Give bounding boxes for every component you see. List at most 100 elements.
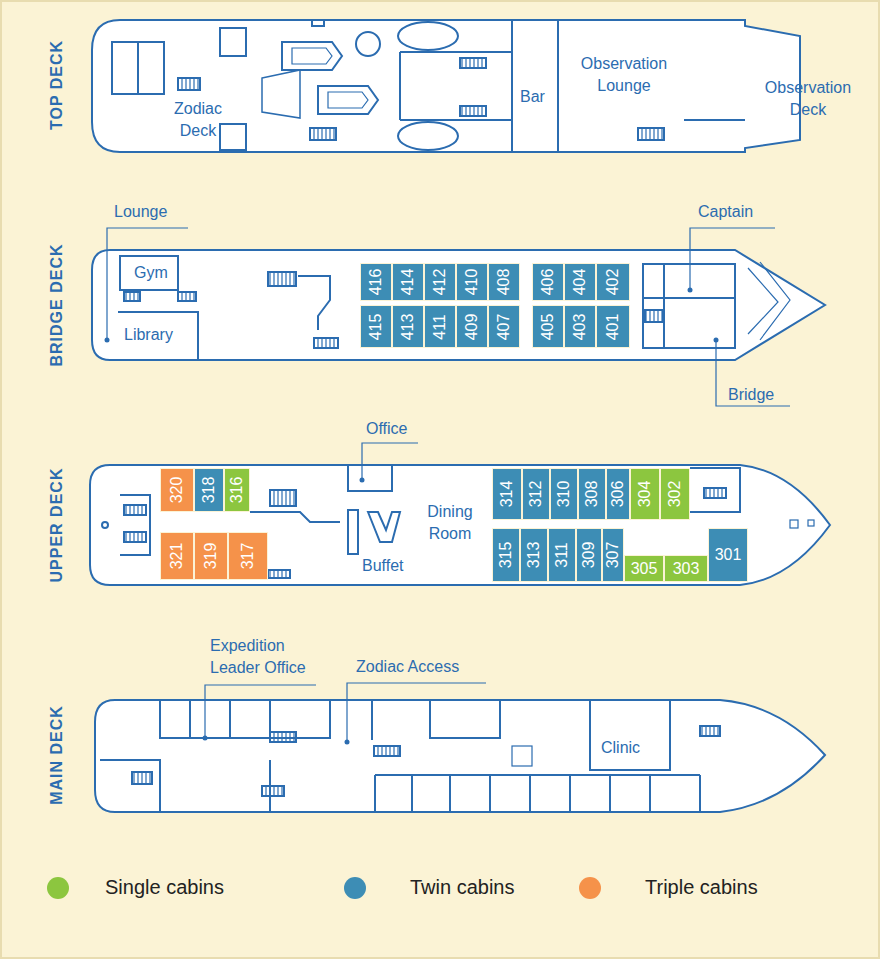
top-deck-outline	[356, 32, 380, 56]
cabin-box: 313	[520, 528, 548, 582]
cabin-box: 405	[532, 305, 564, 348]
cabin-box: 308	[578, 468, 606, 520]
room-label: Office	[366, 418, 408, 440]
top-deck-outline	[292, 48, 332, 64]
top-deck-outline	[460, 58, 486, 68]
room-label: Zodiac Access	[356, 656, 459, 678]
top-deck-outline	[92, 20, 800, 152]
cabin-number: 303	[673, 561, 700, 577]
cabin-number: 318	[201, 477, 217, 504]
cabin-box: 404	[564, 263, 596, 301]
cabin-number: 413	[400, 313, 416, 340]
cabin-box: 413	[392, 305, 424, 348]
main-deck-outline	[371, 700, 373, 740]
upper-deck-outline	[808, 520, 814, 526]
cabin-box: 318	[194, 468, 224, 512]
cabin-box: 310	[550, 468, 578, 520]
cabin-box: 312	[522, 468, 550, 520]
upper-deck-outline	[348, 510, 358, 554]
cabin-box: 309	[576, 528, 602, 582]
cabin-box: 406	[532, 263, 564, 301]
cabin-number: 415	[368, 313, 384, 340]
cabin-number: 317	[240, 543, 256, 570]
bridge-deck-outline	[118, 312, 198, 360]
top-deck-outline	[112, 42, 164, 94]
top-deck-outline	[398, 22, 458, 50]
main-deck-outline	[489, 775, 491, 812]
main-deck-outline	[262, 786, 284, 796]
bridge-deck-outline	[298, 276, 330, 330]
top-deck-outline	[310, 128, 336, 140]
cabin-number: 314	[499, 481, 515, 508]
leader-dots	[360, 478, 365, 483]
cabin-number: 412	[432, 269, 448, 296]
cabin-number: 305	[631, 561, 658, 577]
leader-dots	[688, 288, 693, 293]
top-deck-outline	[398, 122, 458, 150]
cabin-box: 408	[488, 263, 520, 301]
main-deck-outline	[449, 775, 451, 812]
upper-deck-outline	[704, 488, 726, 498]
upper-deck-outline	[790, 520, 798, 528]
cabin-number: 405	[540, 313, 556, 340]
cabin-number: 311	[554, 542, 570, 568]
bridge-deck-outline	[178, 292, 196, 301]
main-deck-outline	[609, 775, 611, 812]
legend-text: Twin cabins	[410, 876, 515, 899]
cabin-box: 401	[596, 305, 630, 348]
cabin-number: 401	[605, 313, 621, 340]
cabin-box: 407	[488, 305, 520, 348]
legend-swatch	[579, 877, 601, 899]
top-deck-outline	[178, 78, 200, 90]
bridge-deck-outline	[124, 292, 140, 301]
leader-dots	[105, 288, 719, 745]
deck-name: TOP DECK	[48, 40, 66, 130]
cabin-number: 403	[572, 313, 588, 340]
cabin-number: 304	[637, 481, 653, 508]
cabin-box: 317	[228, 532, 268, 580]
cabin-box: 412	[424, 263, 456, 301]
top-deck-outline	[220, 28, 246, 56]
cabin-number: 321	[169, 543, 185, 570]
main-deck-outline	[100, 760, 160, 812]
leader-lines	[107, 228, 188, 340]
main-deck-outline	[649, 775, 651, 812]
upper-deck-outline	[124, 505, 146, 515]
cabin-number: 302	[667, 481, 683, 508]
top-deck-outline	[92, 20, 800, 152]
cabin-box: 409	[456, 305, 488, 348]
cabin-box: 305	[624, 555, 664, 582]
cabin-number: 416	[368, 269, 384, 296]
cabin-box: 306	[606, 468, 630, 520]
room-label: Dining Room	[410, 501, 490, 546]
cabin-number: 408	[496, 269, 512, 296]
upper-deck-outline	[250, 512, 340, 522]
cabin-box: 320	[160, 468, 194, 512]
top-deck-outline	[318, 86, 378, 114]
cabin-box: 415	[360, 305, 392, 348]
deck-name: BRIDGE DECK	[48, 243, 66, 366]
legend-swatch	[47, 877, 69, 899]
cabin-number: 301	[715, 547, 742, 563]
cabin-box: 307	[602, 528, 624, 582]
upper-deck-outline	[368, 512, 400, 542]
cabin-number: 409	[464, 313, 480, 340]
main-deck-outline	[132, 772, 152, 784]
upper-deck-outline	[90, 465, 830, 585]
top-deck-outline	[399, 52, 401, 120]
room-label: Buffet	[362, 555, 404, 577]
cabin-number: 320	[169, 477, 185, 504]
cabin-box: 414	[392, 263, 424, 301]
cabin-number: 312	[528, 481, 544, 508]
cabin-number: 414	[400, 269, 416, 296]
main-deck-outline	[270, 732, 296, 742]
main-deck-outline	[590, 700, 670, 770]
top-deck-outline	[220, 124, 246, 150]
bridge-deck-outline	[663, 264, 665, 348]
main-deck-outline	[374, 746, 400, 756]
leader-lines	[362, 443, 418, 480]
cabin-box: 411	[424, 305, 456, 348]
